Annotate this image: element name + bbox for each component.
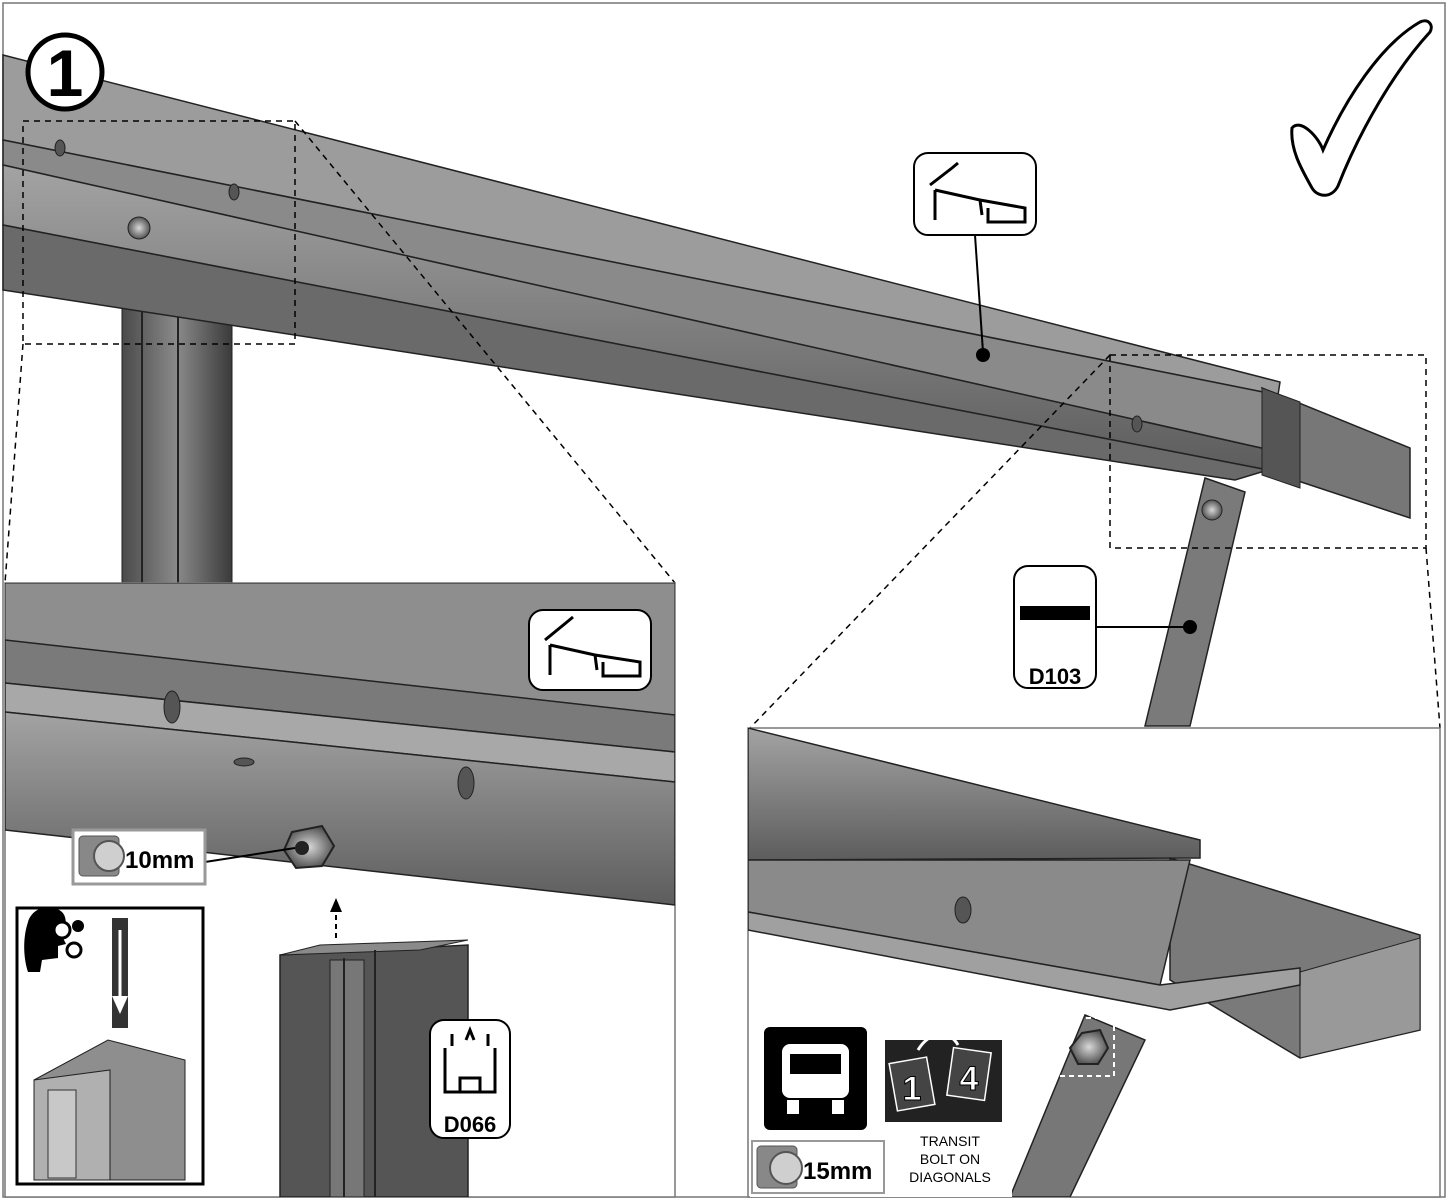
transit-line-3: DIAGONALS [909,1169,991,1185]
right-detail-view: 1 4 TRANSIT BOLT ON DIAGONALS 15mm [747,727,1441,1198]
d103-callout [1013,565,1097,689]
transit-line-1: TRANSIT [920,1133,980,1149]
main-view: D103 1 [2,19,1441,729]
d066-label: D066 [444,1112,497,1137]
diagonal-closeup [1009,1014,1147,1197]
diagonal-brace [1144,477,1246,727]
rail-profile-icon [544,615,642,678]
rail-profile-callout-detail [528,609,652,691]
rail-closeup [5,711,675,906]
transit-line-2: BOLT ON [920,1151,980,1167]
insert-arrow-icon [112,996,128,1014]
post-bolt-nut [127,216,151,240]
bar-profile-icon [1020,606,1090,620]
step-number: 1 [47,36,84,110]
page-to: 4 [960,1060,979,1098]
zoom-frame-right [1109,354,1427,549]
page-from: 1 [903,1070,922,1108]
diagonal-bolt-nut [1201,499,1223,521]
think-head-icon [24,907,84,972]
rail-profile-icon [929,161,1027,224]
refer-to-pages-icon: 1 4 [885,1032,1002,1122]
left-detail-view: 10mm D066 [4,582,676,1198]
approved-check-icon [1290,19,1433,197]
d103-label: D103 [1029,664,1082,689]
socket-10mm-label: 10mm [125,847,194,874]
step-badge [25,32,105,112]
zoom-frame-left [22,120,296,345]
post-profile-icon [443,1025,497,1094]
socket-15mm-label: 15mm [803,1158,872,1185]
hex-nut-15mm [1068,1028,1110,1065]
